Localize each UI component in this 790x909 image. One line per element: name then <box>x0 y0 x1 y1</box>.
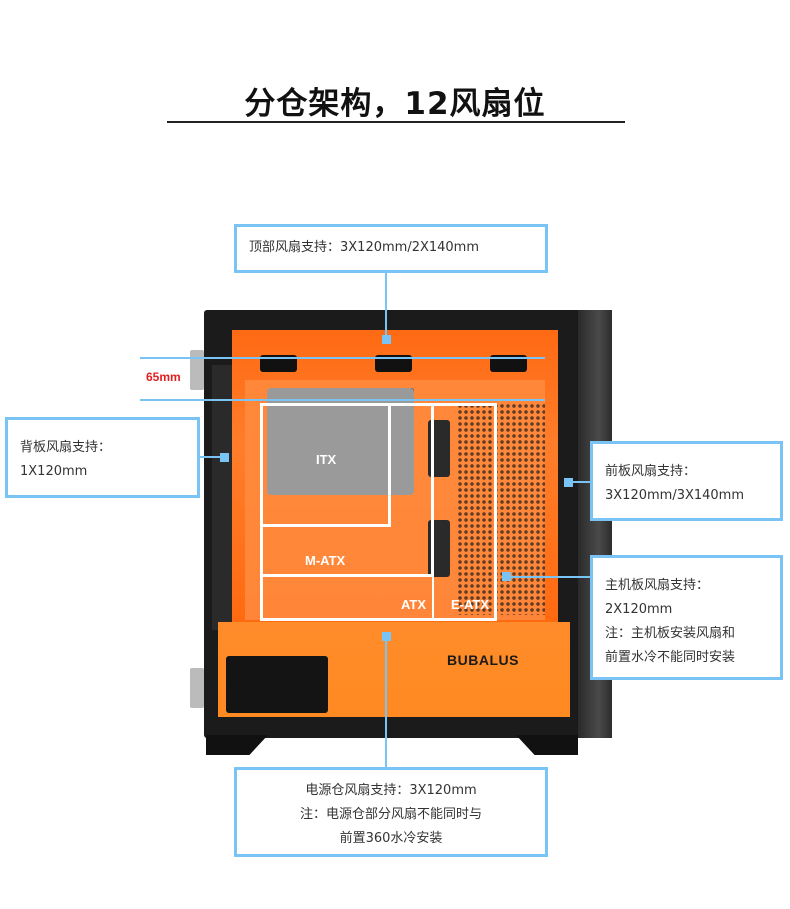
rear-io-slots <box>212 365 232 630</box>
fan-vent <box>490 355 527 372</box>
hinge <box>190 668 204 708</box>
callout-text: 前置水冷不能同时安装 <box>605 650 736 665</box>
connector-dot <box>382 632 391 641</box>
callout-front-fans: 前板风扇支持： 3X120mm/3X140mm <box>590 441 783 521</box>
callout-text: 顶部风扇支持：3X120mm/2X140mm <box>249 240 480 255</box>
fan-vent <box>260 355 297 372</box>
matx-outline <box>260 403 434 577</box>
connector-dot <box>564 478 573 487</box>
connector-top <box>385 272 387 340</box>
callout-text: 注：电源仓部分风扇不能同时与 <box>299 807 482 822</box>
case-foot <box>206 735 268 755</box>
callout-text: 主机板风扇支持： <box>605 578 710 593</box>
connector-dot <box>382 335 391 344</box>
callout-text: 3X120mm/3X140mm <box>605 488 745 503</box>
clearance-measurement: 65mm <box>146 370 181 384</box>
callout-text: 1X120mm <box>20 464 88 479</box>
callout-text: 注：主机板安装风扇和 <box>605 626 736 641</box>
title-underline <box>167 121 625 123</box>
brand-logo: BUBALUS <box>447 652 519 668</box>
callout-text: 前置360水冷安装 <box>339 831 443 846</box>
callout-text: 电源仓风扇支持：3X120mm <box>305 783 477 798</box>
eatx-outline <box>432 403 497 621</box>
connector-psu <box>385 632 387 767</box>
callout-rear-fans: 背板风扇支持： 1X120mm <box>5 417 200 498</box>
callout-psu-fans: 电源仓风扇支持：3X120mm 注：电源仓部分风扇不能同时与 前置360水冷安装 <box>234 767 548 857</box>
callout-text: 背板风扇支持： <box>20 440 112 455</box>
itx-label: ITX <box>316 452 337 467</box>
perforated-panel <box>457 403 545 615</box>
connector-dot <box>502 572 511 581</box>
psu-opening <box>226 656 328 713</box>
connector-rear <box>199 456 225 458</box>
connector-dot <box>220 453 229 462</box>
fan-vent <box>375 355 412 372</box>
measure-line-bottom <box>140 399 545 401</box>
page-title: 分仓架构，12风扇位 <box>244 86 546 122</box>
hinge <box>190 350 204 390</box>
callout-text: 2X120mm <box>605 602 673 617</box>
eatx-label: E-ATX <box>451 597 490 612</box>
callout-top-fans: 顶部风扇支持：3X120mm/2X140mm <box>234 224 548 273</box>
callout-text: 前板风扇支持： <box>605 464 697 479</box>
connector-motherboard <box>505 576 590 578</box>
callout-motherboard-fans: 主机板风扇支持： 2X120mm 注：主机板安装风扇和 前置水冷不能同时安装 <box>590 555 783 680</box>
case-foot <box>516 735 578 755</box>
atx-label: ATX <box>401 597 427 612</box>
measure-line-top <box>140 357 545 359</box>
connector-front <box>567 481 590 483</box>
matx-label: M-ATX <box>305 553 346 568</box>
